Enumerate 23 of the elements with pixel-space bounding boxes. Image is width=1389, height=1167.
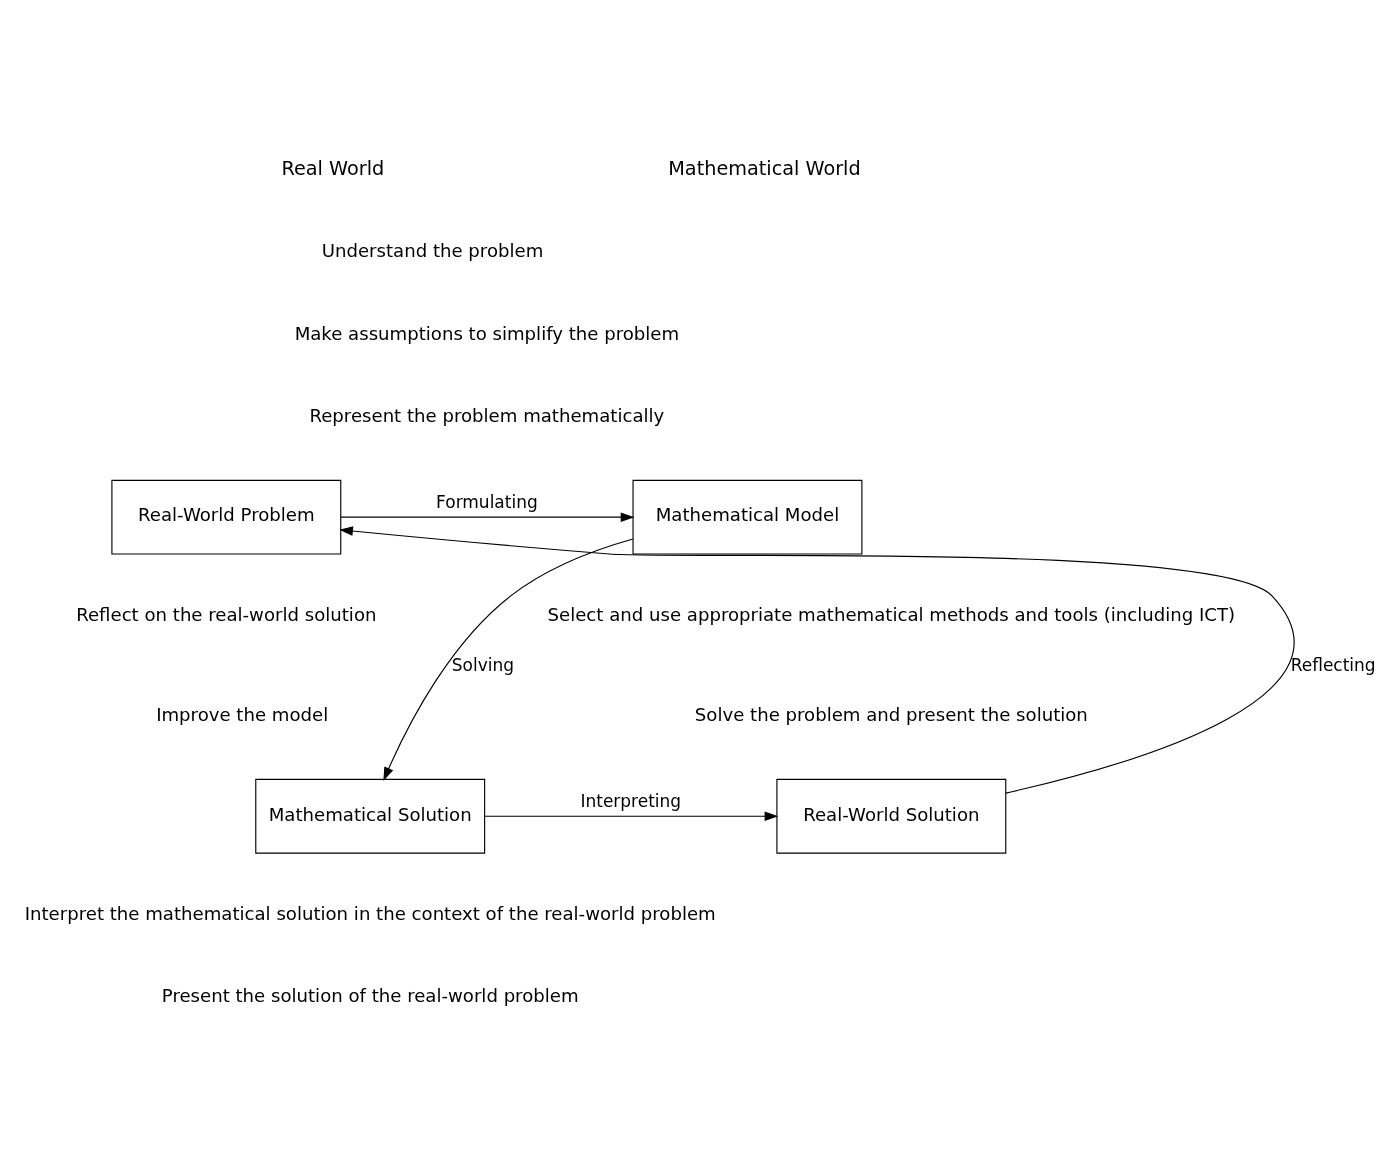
label: Solve the problem and present the solution: [694, 703, 1088, 725]
edge-label: Reflecting: [1290, 654, 1376, 675]
label: Understand the problem: [321, 239, 544, 261]
label: Select and use appropriate mathematical methods and tools (including ICT): [547, 603, 1236, 625]
edge-label: Solving: [451, 654, 515, 675]
arrow: [484, 811, 779, 821]
label: Improve the model: [156, 703, 329, 725]
edge-label: Formulating: [436, 491, 538, 512]
arrow: [340, 511, 635, 522]
label: Real World: [281, 156, 385, 180]
arrow: [339, 525, 1295, 794]
arrow: [383, 537, 634, 781]
node-box: Real-World Solution: [776, 778, 1007, 854]
label: Interpret the mathematical solution in the context of the real-world problem: [24, 902, 716, 924]
label: Represent the problem mathematically: [309, 404, 665, 426]
node-box: Mathematical Model: [632, 479, 863, 555]
label: Make assumptions to simplify the problem: [294, 322, 680, 344]
node-box: Real-World Problem: [111, 479, 342, 555]
label: Mathematical World: [668, 156, 861, 180]
edge-label: Interpreting: [580, 790, 682, 811]
label: Reflect on the real-world solution: [76, 603, 377, 625]
node-box: Mathematical Solution: [255, 778, 486, 854]
label: Present the solution of the real-world problem: [161, 984, 579, 1006]
